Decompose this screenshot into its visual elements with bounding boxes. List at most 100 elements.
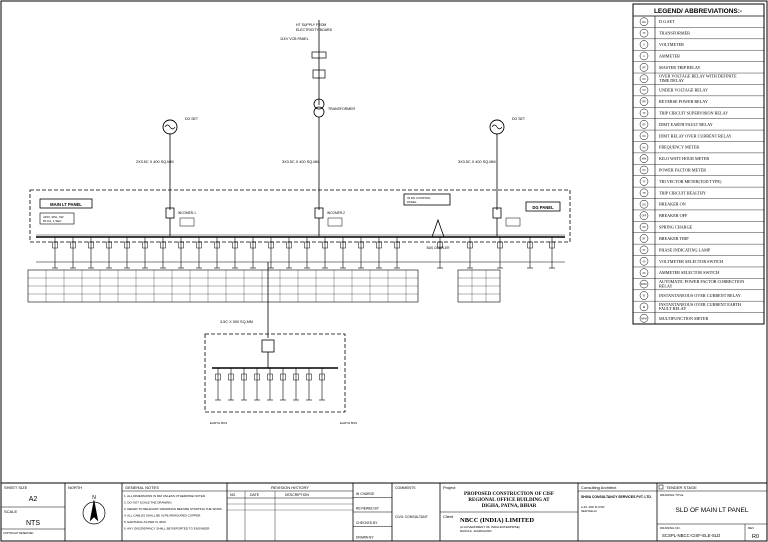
legend-label: BREAKER ON bbox=[659, 202, 686, 207]
north-label: NORTH bbox=[68, 485, 82, 490]
legend-frame bbox=[632, 3, 765, 325]
sub-feeder-breaker bbox=[228, 373, 234, 381]
approval-label: DRAWN BY bbox=[356, 536, 374, 540]
tender-stage: TENDER STAGE bbox=[666, 485, 697, 490]
legend-symbol: OFF bbox=[642, 216, 647, 218]
legend-symbol: DG bbox=[642, 22, 646, 24]
general-note: 1. ALL DIMENSIONS IN MM UNLESS OTHERWISE… bbox=[124, 494, 206, 498]
legend-symbol: UV bbox=[642, 90, 646, 92]
ht-breaker bbox=[311, 51, 327, 59]
approval-label: IN CHARGE bbox=[356, 492, 375, 496]
consultant-label: Consulting Architect bbox=[581, 485, 617, 490]
client-sub-2: RANCHI, JHARKHAND bbox=[460, 529, 492, 533]
scale-value: NTS bbox=[26, 520, 40, 527]
sub-panel: 3.5C X 300 SQ.MM EARTH BUS EARTH BUS bbox=[204, 262, 357, 425]
dg-panel-tag-1 bbox=[403, 193, 451, 206]
legend-symbol: MFM bbox=[641, 318, 646, 320]
legend-symbol-icon bbox=[639, 85, 649, 95]
feeder-breaker bbox=[268, 241, 274, 249]
legend-label: PHASE INDICATING LAMP bbox=[659, 247, 711, 252]
rev-desc-header: DESCRIPTION bbox=[285, 493, 309, 497]
legend-symbol-icon bbox=[639, 188, 649, 198]
legend-symbol-icon bbox=[639, 245, 649, 255]
legend-label: KILO WATT HOUR METER bbox=[659, 156, 709, 161]
incomer-breakers: INCOMER-1 INCOMER-2 bbox=[165, 207, 521, 236]
main-panel-tag bbox=[39, 198, 93, 209]
legend-label: POWER FACTOR METER bbox=[659, 168, 706, 173]
legend-label: IDMT RELAY OVER CURRENT RELAY bbox=[659, 133, 732, 138]
sub-feeder-breaker bbox=[306, 373, 312, 381]
dg-set-right: DG SET 3X3.5C X 400 SQ.MM bbox=[458, 117, 526, 210]
transformer-label: TRANSFORMER bbox=[328, 107, 356, 111]
dg-panel-title: DG PANEL bbox=[532, 205, 554, 210]
general-notes-label: GENERAL NOTES bbox=[125, 485, 159, 490]
sub-feeder-breaker bbox=[241, 373, 247, 381]
legend-symbol: ON bbox=[642, 204, 646, 206]
civil-consultant-label: CIVIL CONSULTANT bbox=[395, 515, 429, 519]
feeder-breaker bbox=[232, 241, 238, 249]
legend-label: IDMT EARTH FAULT RELAY bbox=[659, 122, 713, 127]
dg-right-label: DG SET bbox=[512, 117, 526, 121]
legend-symbol-icon bbox=[639, 222, 649, 232]
legend-label-line: OVER VOLTAGE RELAY WITH DEFINITE bbox=[659, 74, 737, 79]
ht-metering bbox=[312, 69, 326, 79]
legend-symbol: Hz bbox=[643, 147, 647, 149]
transformer-secondary-icon bbox=[313, 106, 325, 118]
incomer-2-label: INCOMER-2 bbox=[327, 211, 345, 215]
legend-symbol-icon bbox=[639, 257, 649, 266]
legend-label: VOLTMETER bbox=[659, 42, 684, 47]
legend-label-line: INSTANTANEOUS OVER CURRENT EARTH bbox=[659, 302, 741, 307]
feeder-breaker bbox=[497, 241, 503, 249]
legend-label: TRI VECTOR METER(TOD TYPE) bbox=[659, 179, 722, 184]
legend-label: SPRING CHARGE bbox=[659, 225, 693, 230]
sub-feeder-breaker bbox=[267, 373, 273, 381]
feeder-breaker bbox=[52, 241, 58, 249]
legend-label-line: TIME DELAY bbox=[659, 78, 684, 83]
consultant-name: SHIVA CONSULTANCY SERVICES PVT. LTD. bbox=[581, 495, 652, 499]
feeder-breaker bbox=[214, 241, 220, 249]
feeder-breaker bbox=[376, 241, 382, 249]
sub-feeder-breaker bbox=[254, 373, 260, 381]
drawing-no-label: DRAWING NO. bbox=[660, 526, 681, 530]
feeder-mid-label: 3X3.5C X 400 SQ.MM bbox=[282, 160, 320, 164]
general-note: 3. REFER TO RELEVANT DRAWINGS BEFORE STA… bbox=[124, 507, 223, 511]
feeder-right-label: 3X3.5C X 400 SQ.MM bbox=[458, 160, 496, 164]
legend-symbol-icon bbox=[639, 63, 649, 72]
ht-note-2: ELECTRICITY BOARD bbox=[296, 28, 333, 32]
legend-symbol-icon bbox=[639, 291, 649, 300]
project-line-2: REGIONAL OFFICE BUILDING AT bbox=[468, 498, 550, 503]
feeder-breaker bbox=[142, 241, 148, 249]
consultant-address-1: A-26, 2ND FLOOR bbox=[581, 505, 604, 509]
feeder-sub-label: 3.5C X 300 SQ.MM bbox=[220, 320, 253, 324]
legend-symbol-icon bbox=[639, 268, 649, 277]
legend-symbol-icon bbox=[639, 177, 649, 186]
panel-note-1: 415V, 3PH, 4W bbox=[43, 215, 64, 219]
project-label: Project bbox=[443, 485, 456, 490]
legend-symbol: OV bbox=[642, 79, 646, 81]
sheet-size-value: A2 bbox=[29, 496, 38, 503]
single-line-diagram: HT SUPPLY FROM ELECTRICITY BOARD 11KV VC… bbox=[27, 20, 571, 425]
title-block: SHEET SIZE A2 SCALE NTS COPYRIGHT RESERV… bbox=[1, 482, 767, 541]
feeder-breaker bbox=[124, 241, 130, 249]
feeder-breaker bbox=[250, 241, 256, 249]
legend-symbol: PF bbox=[643, 170, 647, 172]
legend-symbol-icon bbox=[639, 142, 649, 152]
legend-label: MASTER TRIP RELAY bbox=[659, 65, 701, 70]
feeder-breaker bbox=[358, 241, 364, 249]
legend-symbol: TX bbox=[643, 33, 646, 35]
feeder-breaker bbox=[527, 241, 533, 249]
sub-feeder-breaker bbox=[293, 373, 299, 381]
legend-label: MULTIFUNCTION METER bbox=[659, 316, 708, 321]
legend-label: TRIP CIRCUIT HEALTHY bbox=[659, 190, 706, 195]
legend-symbol: TV bbox=[643, 182, 646, 184]
legend-symbol: TH bbox=[642, 193, 645, 195]
feeder-breaker bbox=[160, 241, 166, 249]
legend-symbol-icon bbox=[639, 165, 649, 175]
panel-note-2: 50 KA, 1 SEC bbox=[43, 219, 62, 223]
feeder-breaker bbox=[196, 241, 202, 249]
transformer-primary-icon bbox=[313, 98, 325, 110]
north-letter: N bbox=[92, 495, 96, 501]
feeder-breaker bbox=[322, 241, 328, 249]
legend-symbol: SC bbox=[642, 227, 646, 229]
